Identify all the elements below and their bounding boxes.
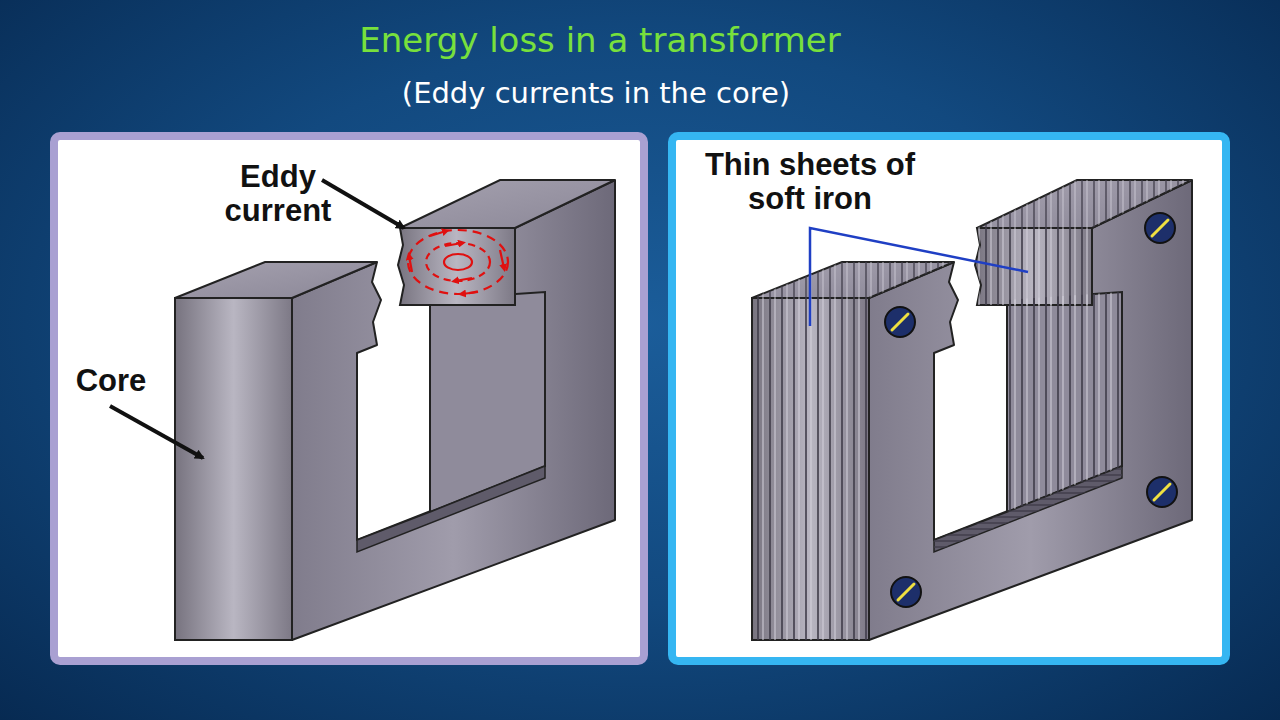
solid-core: [175, 180, 615, 640]
part-label: Eddy current: [203, 160, 353, 228]
left-panel: [54, 136, 644, 661]
caption: (Eddy currents in the core): [316, 76, 876, 110]
part-label: Core: [56, 364, 166, 398]
screw: [885, 213, 1177, 607]
leader-line: [810, 228, 1028, 326]
eddy-current-loops: [408, 230, 508, 294]
pointer-arrow: [322, 180, 404, 228]
pointer-arrow: [110, 406, 203, 458]
right-panel: [672, 136, 1226, 661]
title: Energy loss in a transformer: [280, 20, 920, 60]
part-label: Thin sheets of soft iron: [692, 148, 928, 216]
laminated-core: [752, 180, 1192, 640]
